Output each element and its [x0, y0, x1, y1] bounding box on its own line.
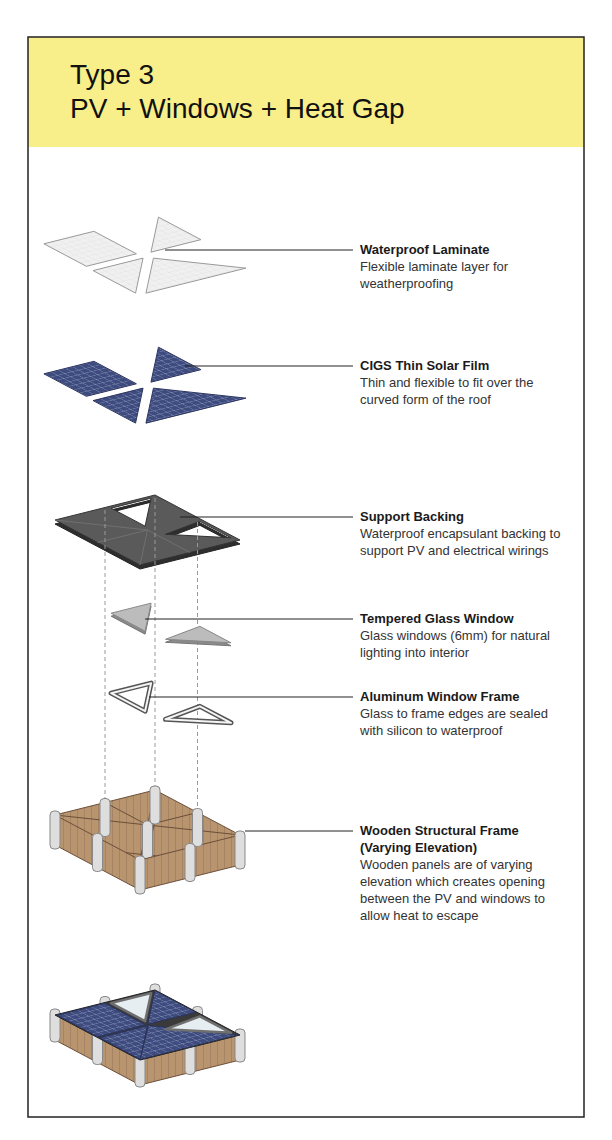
page-border-part: [28, 37, 584, 1117]
assembly-roof-part: [111, 992, 231, 1043]
wooden-frame-part: [140, 835, 240, 890]
wooden-posts-part: [135, 856, 145, 894]
page-border: [28, 37, 584, 1117]
glass-window-part: [160, 626, 231, 652]
wooden-posts-part: [50, 811, 60, 849]
callout-heading: CIGS Thin Solar Film: [360, 357, 560, 374]
laminate-layer-part: [108, 217, 201, 252]
solar-film-layer-part: [108, 347, 201, 382]
solar-film-layer-part: [44, 361, 136, 396]
wooden-frame: [55, 790, 240, 890]
glass-window: [111, 602, 231, 653]
wooden-posts-part: [235, 831, 245, 869]
assembly-posts: [50, 984, 245, 1087]
guide-lines-part: [105, 510, 106, 800]
callout-heading: Aluminum Window Frame: [360, 688, 560, 705]
subtitle: PV + Windows + Heat Gap: [70, 92, 550, 126]
support-backing-part: [55, 508, 190, 566]
wooden-posts-part: [93, 834, 103, 872]
assembly-roof-part: [55, 990, 240, 1060]
assembly-roof-part: [57, 991, 238, 1060]
wooden-posts-part: [193, 809, 203, 847]
callout-text: Waterproof encapsulant backing to suppor…: [360, 525, 565, 559]
guide-lines: [105, 498, 198, 810]
callout-heading: Support Backing: [360, 508, 560, 525]
wooden-frame-part: [55, 815, 140, 890]
callout-heading: Tempered Glass Window: [360, 610, 560, 627]
title: Type 3: [70, 58, 550, 92]
support-backing-part: [55, 495, 240, 565]
guide-lines-part: [155, 498, 156, 788]
assembly-roof-part-part: [160, 1016, 231, 1042]
title-band: [28, 37, 584, 147]
title-band-part: [28, 37, 584, 147]
leader-lines-part: [185, 366, 353, 367]
leader-lines-part: [145, 619, 353, 620]
wooden-posts-part: [150, 786, 160, 824]
callout-text: Flexible laminate layer for weatherproof…: [360, 258, 565, 292]
leader-lines-part: [180, 517, 353, 518]
wooden-posts-part: [100, 799, 110, 837]
leader-lines-part: [165, 250, 353, 251]
assembly-roof: [55, 990, 240, 1060]
leader-lines-part: [245, 831, 353, 832]
callout-text: Glass to frame edges are sealed with sil…: [360, 705, 565, 739]
wooden-posts: [50, 786, 245, 894]
callout-heading: Waterproof Laminate: [360, 241, 560, 258]
solar-film-layer: [43, 346, 252, 425]
assembly-roof-part-part: [99, 1013, 238, 1059]
laminate-layer-part: [93, 258, 186, 293]
laminate-layer: [43, 216, 252, 295]
assembly-roof-part-part: [107, 991, 196, 1025]
laminate-layer-part: [44, 231, 136, 266]
callout-heading: Wooden Structural Frame (Varying Elevati…: [360, 822, 560, 856]
wooden-posts-part: [185, 844, 195, 882]
aluminum-frame-part: [160, 706, 231, 732]
wooden-frame-part: [143, 821, 153, 859]
callout-text: Wooden panels are of varying elevation w…: [360, 856, 565, 924]
assembly-roof-part-part: [111, 993, 185, 1021]
callout-text: Thin and flexible to fit over the curved…: [360, 374, 565, 408]
aluminum-frame-part: [160, 706, 231, 732]
glass-window-part: [111, 603, 185, 631]
support-backing: [55, 495, 240, 565]
guide-lines-part: [197, 522, 198, 810]
leader-lines: [145, 250, 353, 831]
leader-lines-part: [149, 697, 353, 698]
solar-film-layer-part: [93, 388, 186, 423]
aluminum-frame: [111, 682, 231, 733]
callout-text: Glass windows (6mm) for natural lighting…: [360, 627, 565, 661]
